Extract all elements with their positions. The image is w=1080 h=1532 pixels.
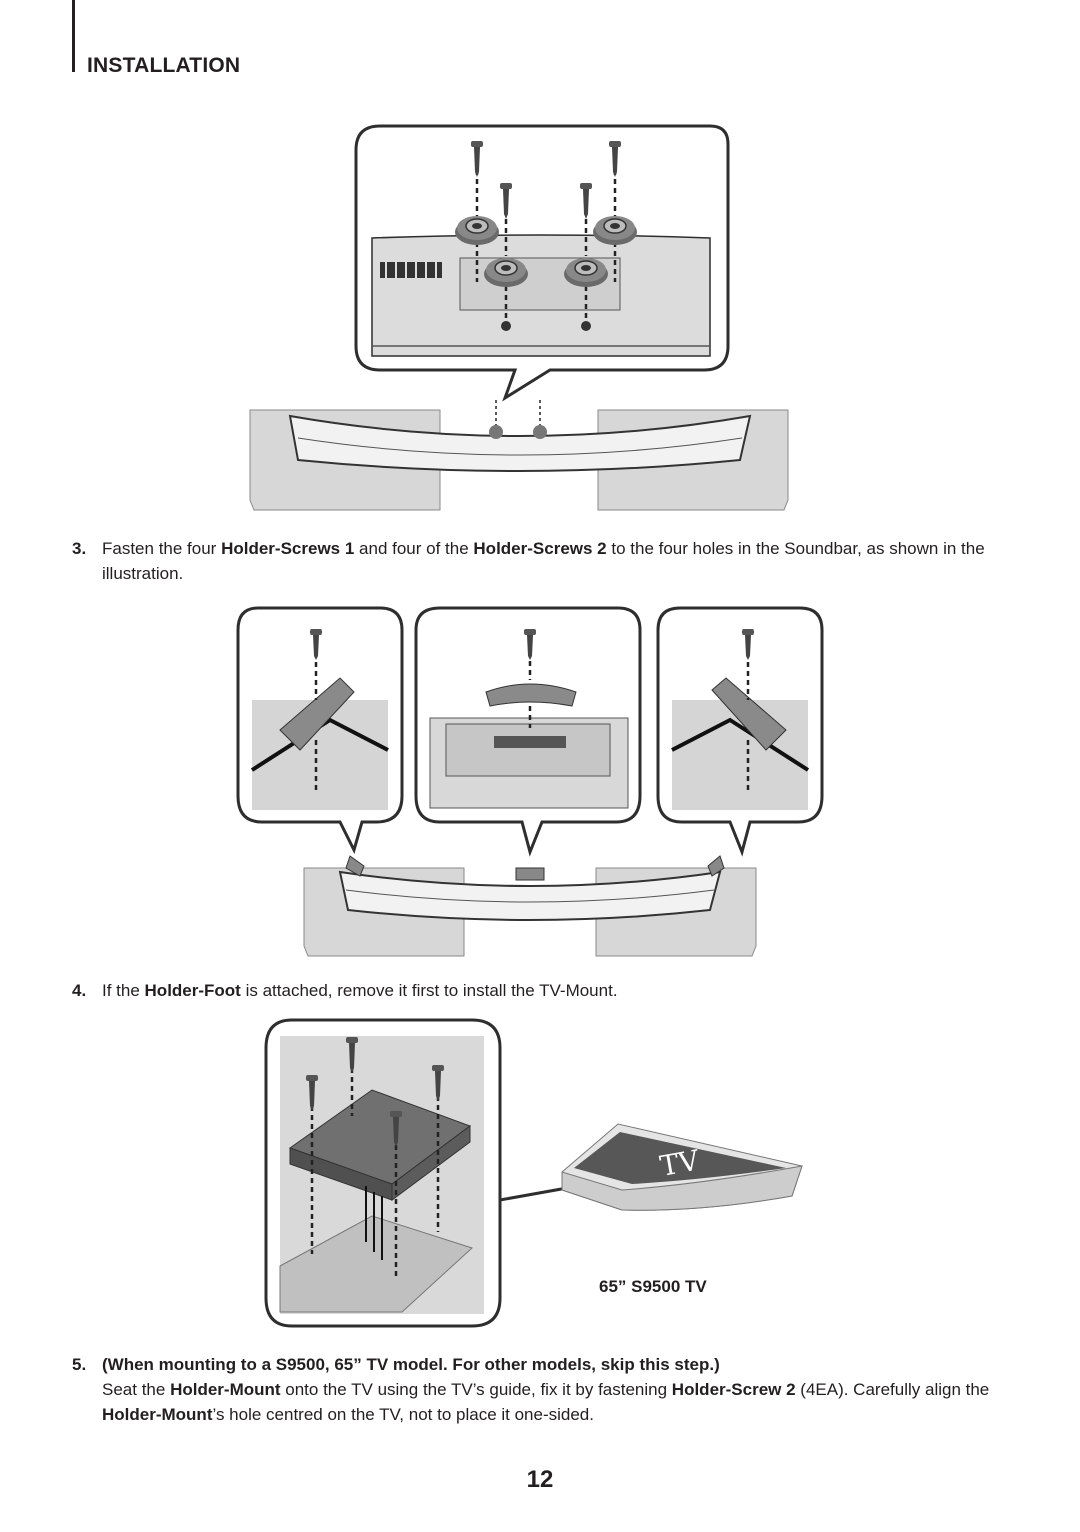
step-text: If the Holder-Foot is attached, remove i… xyxy=(102,981,618,1000)
section-rule xyxy=(72,0,75,72)
step-text: Fasten the four Holder-Screws 1 and four… xyxy=(102,539,985,583)
step-3: 3. Fasten the four Holder-Screws 1 and f… xyxy=(72,536,990,586)
page-number: 12 xyxy=(526,1466,554,1493)
step-4: 4. If the Holder-Foot is attached, remov… xyxy=(72,978,990,1003)
step-5: 5. (When mounting to a S9500, 65” TV mod… xyxy=(72,1352,990,1427)
step-heading: (When mounting to a S9500, 65” TV model.… xyxy=(102,1355,720,1374)
section-title: INSTALLATION xyxy=(87,54,241,77)
step-number: 3. xyxy=(72,539,87,558)
step-number: 4. xyxy=(72,981,87,1000)
figure-holder-mount: TV xyxy=(264,1018,803,1328)
step-text: (When mounting to a S9500, 65” TV model.… xyxy=(102,1352,990,1427)
figure-holder-foot-removal xyxy=(236,606,824,957)
figure-caption: 65” S9500 TV xyxy=(599,1277,707,1296)
step-number: 5. xyxy=(72,1355,87,1374)
figure-holder-screws xyxy=(249,124,789,511)
tv-label: TV xyxy=(657,1144,702,1183)
